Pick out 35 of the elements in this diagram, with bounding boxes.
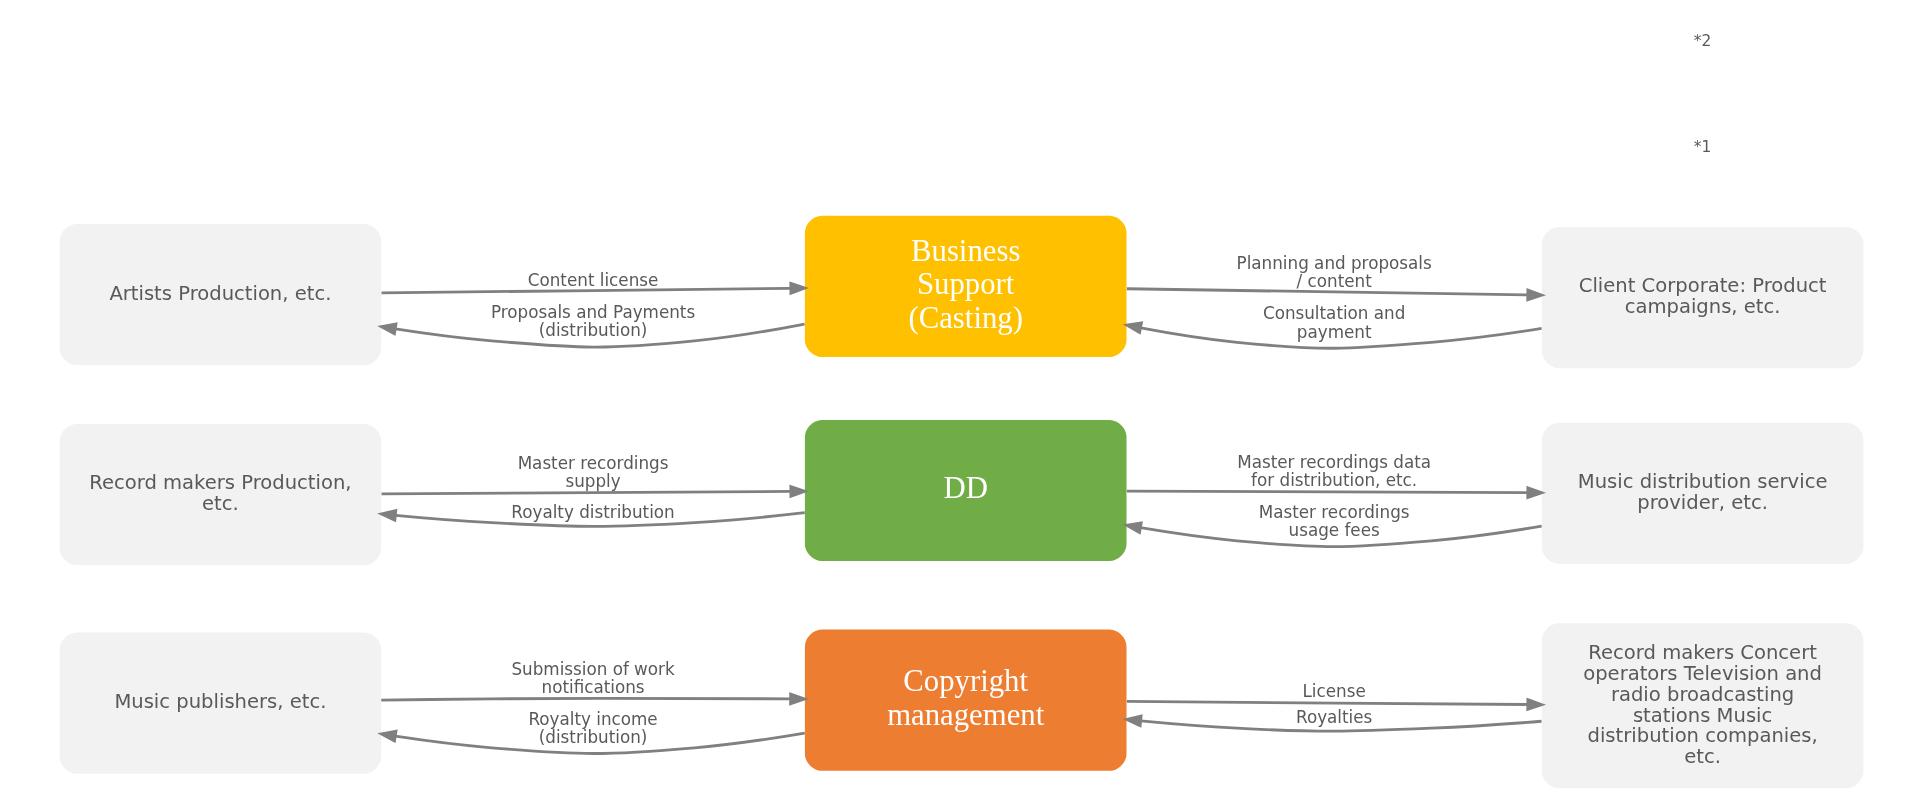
arrow [1126,697,1546,712]
node-box: Client Corporate: Product campaigns, etc. [1541,226,1864,369]
arrow [381,484,810,499]
edge-label: Master recordings usage fees [1258,501,1410,541]
node-box: Copyright management [804,629,1127,771]
node-box: Music publishers, etc. [59,632,382,774]
node-box: Music distribution service provider, etc. [1541,422,1864,564]
edge-label: License [1302,680,1366,701]
node-box: Record makers Concert operators Television and radio broadcasting stations Music distribution companies, etc. [1541,623,1864,789]
edge-label: Proposals and Payments (distribution) [490,301,696,341]
node-box: Artists Production, etc. [59,224,382,366]
node-box: Business Support (Casting) [804,215,1127,357]
edge-label: Content license [527,269,659,290]
arrow [377,508,805,528]
edge-label: Royalty distribution [511,501,675,522]
arrow [1122,321,1542,350]
arrow [381,281,810,296]
edge-label: Master recordings data for distribution, etc. [1237,451,1432,490]
node-box: Record makers Production, etc. [59,424,382,566]
edge-label: Royalties [1296,707,1373,728]
arrow [1126,287,1546,302]
edge-label: Submission of work notifications [511,658,675,697]
edge-label: Master recordings supply [517,452,669,492]
edge-label: Planning and proposals / content [1236,253,1432,292]
node-box: DD [804,419,1127,562]
label: *1 [1693,137,1712,156]
arrow [1122,521,1542,549]
edge-label: Consultation and payment [1262,303,1406,342]
label: *2 [1693,31,1712,50]
arrow [1126,485,1546,500]
arrow [381,691,809,706]
arrow [1122,714,1542,733]
arrow [377,322,805,349]
arrow [377,729,805,755]
edge-label: Royalty income (distribution) [528,708,658,748]
